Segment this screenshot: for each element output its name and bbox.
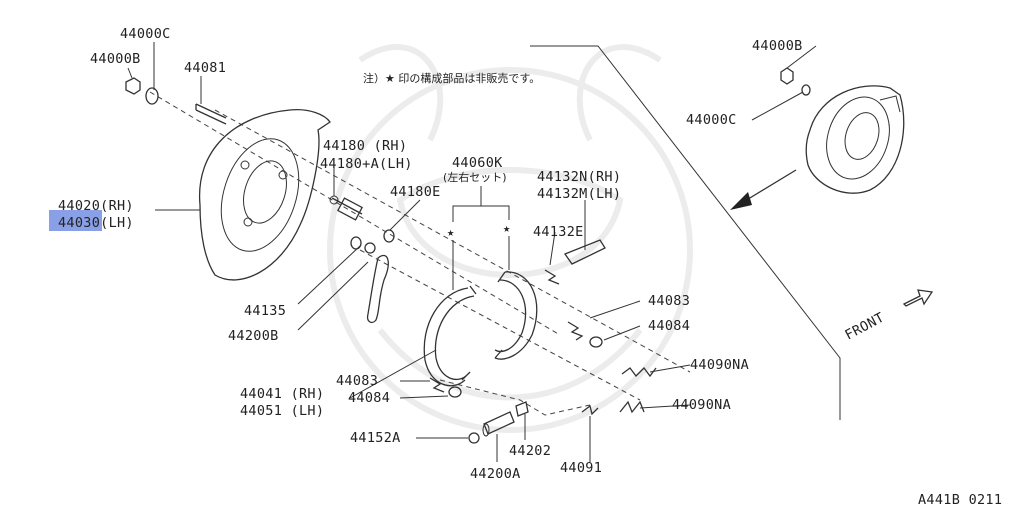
adjuster-44180: [329, 195, 363, 221]
cup-44084-right: [589, 336, 603, 348]
label-44060K-note: (左右セット): [443, 170, 507, 184]
front-label: FRONT: [842, 310, 887, 344]
washer-44000C-left: [145, 87, 159, 105]
separator-line: [530, 45, 841, 420]
label-44180-lh: 44180+A(LH): [320, 156, 413, 172]
direction-arrow-head: [730, 192, 752, 210]
label-44000B-right: 44000B: [752, 38, 803, 54]
label-44020: 44020(RH): [58, 198, 134, 214]
leader-lines: [127, 42, 817, 462]
spring-44083-left: [429, 377, 445, 393]
watermark-emblem: [327, 44, 693, 433]
label-44060K: 44060K: [452, 155, 503, 171]
backing-plate: [198, 109, 331, 281]
label-44083-left: 44083: [336, 373, 378, 389]
highlight-44030: [49, 210, 102, 231]
label-44152A: 44152A: [350, 430, 401, 446]
note-text: 注）★ 印の構成部品は非販売です。: [363, 71, 540, 85]
axis-line-upper: [149, 91, 561, 336]
label-44180E: 44180E: [390, 184, 441, 200]
label-44084-right: 44084: [648, 318, 690, 334]
spring-44083-right: [567, 321, 584, 341]
front-arrow-icon: [902, 289, 934, 307]
label-44000B-left: 44000B: [90, 51, 141, 67]
spring-44090NA-2: [619, 400, 645, 414]
label-44030: 44030(LH): [58, 215, 134, 231]
label-44132N: 44132N(RH): [537, 169, 621, 185]
pin-44091: [581, 404, 599, 416]
axis-line-inner: [359, 249, 641, 401]
label-44132E: 44132E: [533, 224, 584, 240]
label-44051: 44051 (LH): [240, 403, 324, 419]
washer-44000C-right: [801, 84, 811, 96]
spring-44132E: [544, 269, 560, 285]
bleeder-44202: [515, 401, 529, 417]
washer-44135-b: [350, 236, 362, 250]
label-44081: 44081: [184, 60, 226, 76]
washer-44135-a: [364, 242, 376, 254]
bolt-44081: [195, 103, 227, 125]
cup-44084-left: [448, 386, 462, 398]
label-44200A: 44200A: [470, 466, 521, 482]
nut-44000B-right: [780, 67, 794, 85]
backing-plate-assembled: [805, 85, 905, 194]
label-44083-right: 44083: [648, 293, 690, 309]
nut-44000B-left: [125, 77, 141, 95]
wheel-cylinder-44200A: [482, 411, 515, 437]
label-44091: 44091: [560, 460, 602, 476]
strut-44132N: [563, 239, 606, 265]
bracket-44060K: [452, 186, 510, 222]
label-44202: 44202: [509, 443, 551, 459]
ring-44180E: [383, 229, 395, 243]
star-mark-left: ★: [447, 225, 454, 239]
brake-shoe-left: [423, 285, 477, 387]
star-mark-right: ★: [503, 221, 510, 235]
label-44135: 44135: [244, 303, 286, 319]
lever-44200B: [366, 254, 389, 324]
spring-44090NA-1: [621, 367, 657, 378]
label-44090NA-2: 44090NA: [672, 397, 731, 413]
label-44000C-right: 44000C: [686, 112, 737, 128]
label-44200B: 44200B: [228, 328, 279, 344]
label-44000C-left: 44000C: [120, 26, 171, 42]
label-44041: 44041 (RH): [240, 386, 324, 402]
brake-shoe-right: [494, 271, 538, 360]
figure-id: A441B 0211: [918, 492, 1002, 508]
label-44132M: 44132M(LH): [537, 186, 621, 202]
cap-44152A: [468, 432, 480, 444]
label-44180-rh: 44180 (RH): [323, 138, 407, 154]
label-44084-left: 44084: [348, 390, 390, 406]
label-44090NA-1: 44090NA: [690, 357, 749, 373]
